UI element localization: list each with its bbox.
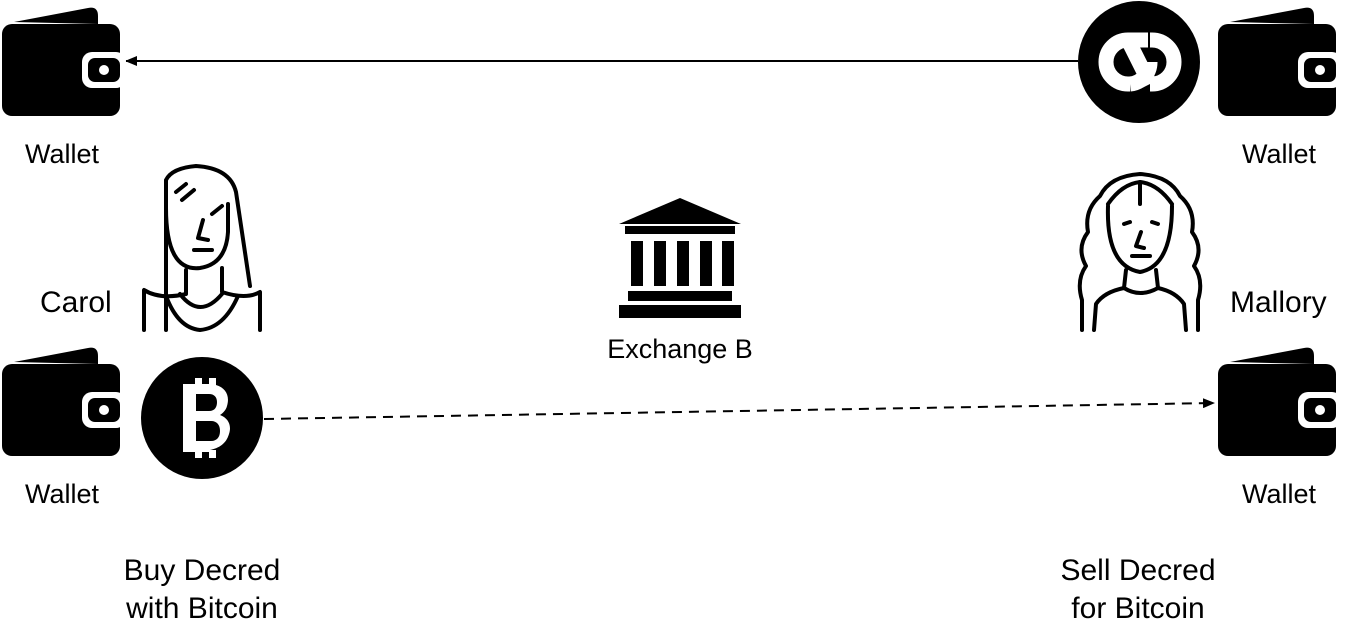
- bitcoin-icon: [141, 357, 263, 479]
- carol-top-wallet-icon: [2, 7, 126, 117]
- carol-top-wallet-label: Wallet: [24, 139, 99, 169]
- carol-bottom-wallet-label: Wallet: [24, 479, 99, 509]
- bitcoin-transfer-arrow: [263, 398, 1215, 420]
- exchange-label: Exchange B: [607, 334, 753, 364]
- carol-name-label: Carol: [40, 286, 112, 319]
- mallory-bottom-wallet-label: Wallet: [1241, 479, 1316, 509]
- carol-action-line-1: Buy Decred: [123, 554, 281, 587]
- decred-icon: [1078, 1, 1200, 123]
- carol-bottom-wallet-icon: [2, 347, 126, 456]
- mallory-top-wallet-label: Wallet: [1241, 139, 1316, 169]
- carol-action-line-2: with Bitcoin: [126, 592, 278, 625]
- mallory-top-wallet-icon: [1218, 7, 1342, 117]
- woman-straight-hair-icon: [142, 164, 262, 332]
- mallory-action-caption: Sell Decred for Bitcoin: [1028, 552, 1248, 628]
- woman-curly-hair-icon: [1077, 172, 1203, 332]
- mallory-bottom-wallet-icon: [1218, 347, 1342, 456]
- mallory-name-label: Mallory: [1230, 286, 1327, 319]
- carol-action-caption: Buy Decred with Bitcoin: [92, 552, 312, 628]
- bank-icon: [619, 198, 741, 318]
- mallory-action-line-2: for Bitcoin: [1071, 592, 1205, 625]
- mallory-action-line-1: Sell Decred: [1060, 554, 1216, 587]
